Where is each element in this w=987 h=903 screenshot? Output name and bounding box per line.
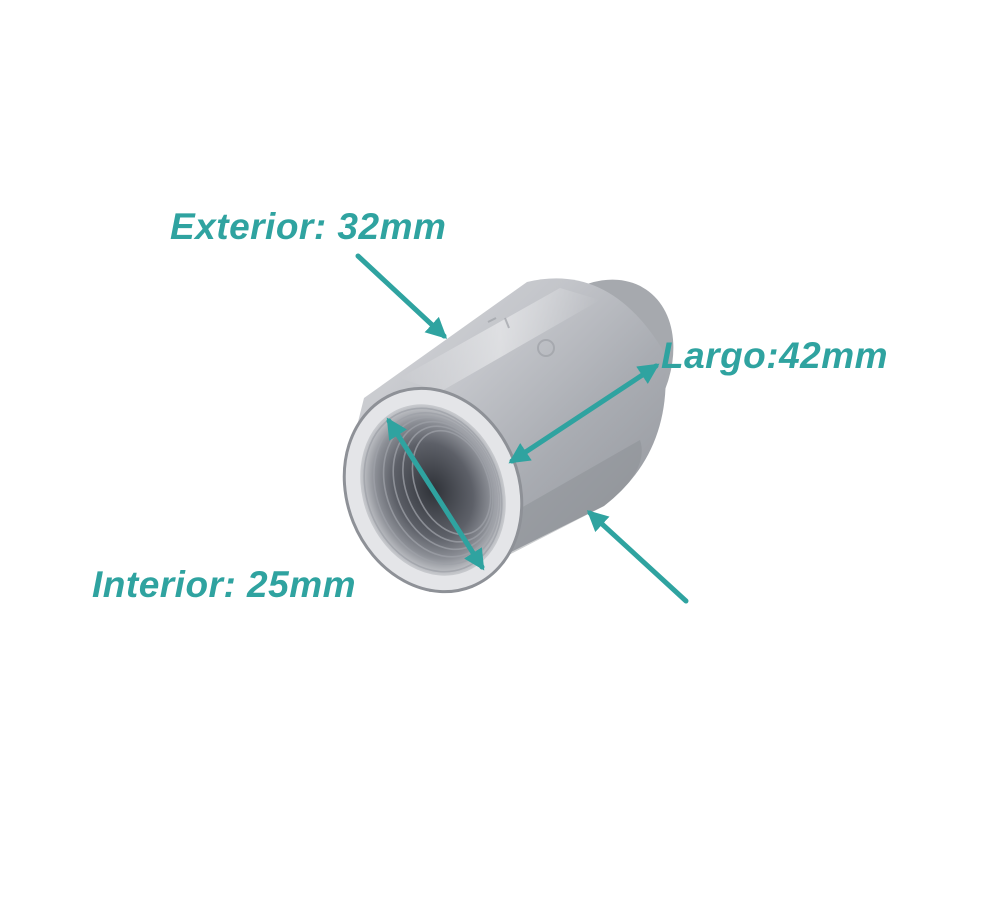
exterior-arrow-icon — [355, 253, 448, 339]
bottom-arrow-icon — [586, 510, 689, 604]
dimension-arrows — [355, 253, 689, 604]
coupling-shine — [400, 288, 600, 392]
interior-diameter-label: Interior: 25mm — [92, 564, 357, 605]
stamp-marks — [487, 317, 555, 357]
largo-double-arrow-icon — [508, 363, 660, 464]
pipe-coupling — [342, 278, 674, 594]
interior-double-arrow-icon — [386, 417, 485, 571]
length-label: Largo:42mm — [661, 335, 889, 376]
exterior-diameter-label: Exterior: 32mm — [170, 206, 447, 247]
